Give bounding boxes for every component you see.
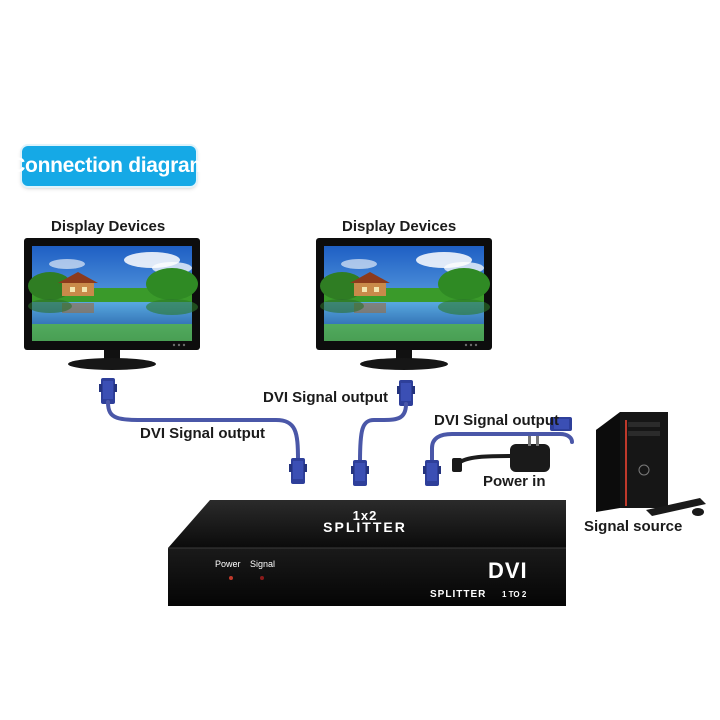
signal-source-label: Signal source xyxy=(584,518,683,535)
connection-diagram-badge: Connection diagram xyxy=(10,146,208,186)
dvi-output-label-right: DVI Signal output xyxy=(434,412,559,429)
splitter-brand: DVI xyxy=(488,558,528,583)
power-adapter xyxy=(452,436,550,472)
dvi-output-label-center: DVI Signal output xyxy=(263,389,388,406)
display-devices-label-right: Display Devices xyxy=(342,218,457,235)
splitter-sub-brand: SPLITTER xyxy=(430,589,487,600)
led-power-label: Power xyxy=(215,559,241,569)
signal-source-pc xyxy=(596,412,706,516)
dvi-output-label-left: DVI Signal output xyxy=(140,425,265,442)
dvi-cable-center xyxy=(351,380,415,486)
display-device-right xyxy=(316,238,492,370)
dvi-splitter-device xyxy=(168,500,566,606)
display-devices-label-left: Display Devices xyxy=(51,218,166,235)
splitter-model-bottom: SPLITTER xyxy=(323,519,407,535)
led-signal-label: Signal xyxy=(250,559,276,569)
power-in-label: Power in xyxy=(483,473,546,490)
dvi-cable-left xyxy=(99,378,307,484)
dvi-cable-right xyxy=(423,417,574,486)
display-device-left xyxy=(24,238,200,370)
splitter-model-top: 1x2 xyxy=(352,508,378,523)
splitter-ratio: 1 TO 2 xyxy=(502,590,527,599)
